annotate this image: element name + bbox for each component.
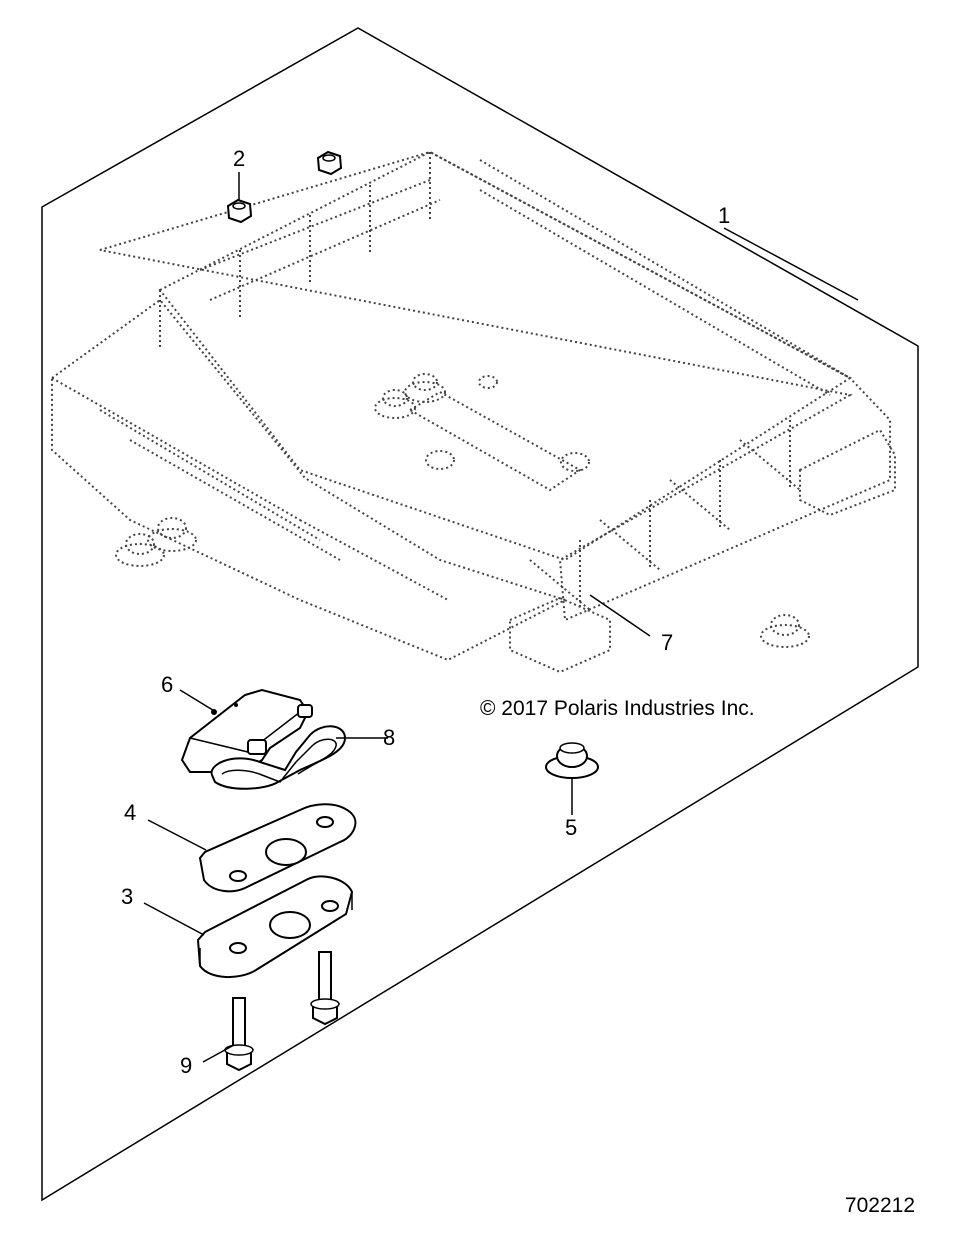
leader-lines bbox=[143, 172, 859, 1063]
callout-8: 8 bbox=[383, 725, 395, 750]
plate-part-3 bbox=[196, 875, 354, 979]
callout-9: 9 bbox=[180, 1053, 192, 1078]
callout-1: 1 bbox=[718, 203, 730, 228]
callout-5: 5 bbox=[565, 815, 577, 840]
callout-7: 7 bbox=[661, 630, 673, 655]
callout-3: 3 bbox=[121, 884, 133, 909]
bumper-part-7 bbox=[115, 517, 810, 648]
callout-4: 4 bbox=[124, 800, 136, 825]
diagram-frame bbox=[41, 27, 919, 1202]
callout-6: 6 bbox=[161, 672, 173, 697]
callout-2: 2 bbox=[233, 146, 245, 171]
seat-base-part-1 bbox=[51, 150, 896, 674]
bumper-part-5 bbox=[545, 742, 599, 779]
nut-part-2 bbox=[226, 150, 343, 224]
plate-part-4 bbox=[198, 803, 357, 893]
diagram-reference-number: 702212 bbox=[845, 1194, 915, 1217]
copyright-notice: © 2017 Polaris Industries Inc. bbox=[480, 697, 755, 720]
bolt-part-9 bbox=[224, 951, 340, 1072]
latch-part-6 bbox=[180, 688, 313, 773]
